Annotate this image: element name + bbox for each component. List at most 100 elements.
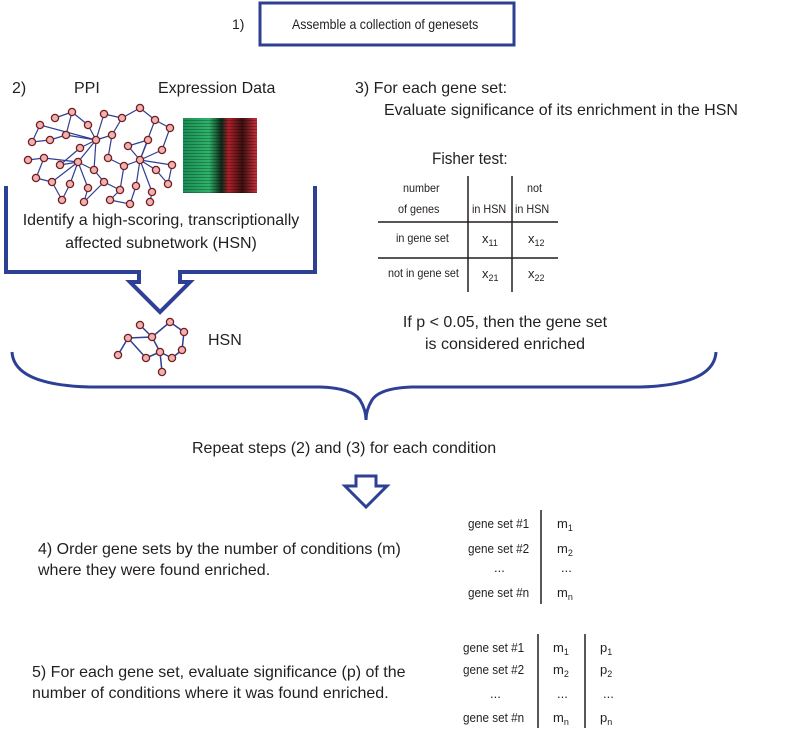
ppi-node [163, 179, 173, 189]
ppi-node [167, 160, 177, 170]
cell-x11: x11 [482, 231, 498, 248]
ppi-edge [59, 147, 81, 166]
step4-line1: 4) Order gene sets by the number of cond… [38, 541, 401, 558]
ppi-edge [83, 181, 105, 203]
step5-row3-p: ... [603, 686, 614, 701]
step4-row1-m: m1 [557, 516, 573, 533]
ppi-label: PPI [74, 80, 100, 97]
ppi-node [115, 185, 125, 195]
step4-row2-name: gene set #2 [468, 541, 530, 556]
ppi-node [39, 153, 49, 163]
ppi-node [79, 197, 89, 207]
ppi-edge [139, 159, 153, 193]
step5-line2: number of conditions where it was found … [32, 685, 389, 702]
ppi-network [23, 103, 177, 209]
ppi-node [75, 143, 85, 153]
cell-x22: x22 [528, 266, 545, 283]
step1-box [258, 1, 516, 47]
hsn-node [167, 353, 177, 363]
ppi-node [45, 135, 55, 145]
identify-line1: Identify a high-scoring, transcriptional… [22, 212, 300, 229]
cell-x21: x21 [482, 266, 499, 283]
ppi-edge [93, 139, 97, 171]
table-header-col1: in HSN [472, 202, 507, 216]
step4-row1-name: gene set #1 [468, 516, 530, 531]
table-row1-label: in gene set [396, 231, 449, 245]
ppi-node [165, 123, 175, 133]
hsn-node [165, 317, 175, 327]
table-header-col0-line1: number [403, 181, 440, 195]
ppi-node [150, 115, 160, 125]
ppi-edge [51, 161, 79, 183]
ppi-node [67, 107, 77, 117]
ppi-node [147, 187, 157, 197]
if-line2: is considered enriched [424, 336, 586, 353]
ppi-node [31, 173, 41, 183]
step5-row1-p: p1 [600, 640, 613, 657]
step5-row2-p: p2 [600, 662, 613, 679]
ppi-node [135, 155, 145, 165]
ppi-node [50, 113, 60, 123]
hsn-node [141, 353, 151, 363]
ppi-node [145, 197, 155, 207]
down-arrow [341, 474, 391, 510]
hsn-node [177, 345, 187, 355]
ppi-edge [139, 159, 173, 166]
step4-row3-m: ... [561, 560, 572, 575]
ppi-node [131, 181, 141, 191]
fisher-title: Fisher test: [432, 149, 508, 168]
ppi-edge [43, 157, 79, 163]
ppi-node [83, 120, 93, 130]
ppi-node [151, 165, 161, 175]
ppi-node [89, 165, 99, 175]
step5-row4-m: mn [553, 710, 569, 727]
fisher-table-lines [378, 176, 558, 292]
step5-row2-name: gene set #2 [463, 662, 525, 677]
ppi-edge [95, 113, 105, 141]
step5-row3-name: ... [490, 686, 501, 701]
ppi-node [99, 177, 109, 187]
ppi-node [47, 177, 57, 187]
hsn-node [135, 320, 145, 330]
ppi-node [55, 160, 65, 170]
repeat-text: Repeat steps (2) and (3) for each condit… [192, 440, 497, 457]
step2-funnel [4, 186, 317, 315]
ppi-node [135, 103, 145, 113]
step5-row3-m: ... [557, 686, 568, 701]
step1-number: 1) [232, 16, 245, 32]
identify-line2: affected subnetwork (HSN) [65, 235, 257, 252]
hsn-node [179, 327, 189, 337]
step5-row1-m: m1 [553, 640, 569, 657]
step5-row4-name: gene set #n [463, 710, 525, 725]
table-row2-label: not in gene set [388, 266, 459, 280]
step1-label: Assemble a collection of genesets [292, 16, 479, 32]
ppi-node [23, 155, 33, 165]
step5-row4-p: pn [600, 710, 613, 727]
ppi-node [73, 157, 83, 167]
hsn-label: HSN [208, 332, 242, 349]
ppi-node [125, 199, 135, 209]
expression-heatmap [183, 118, 257, 193]
ppi-node [27, 137, 37, 147]
ppi-node [119, 161, 129, 171]
ppi-node [103, 153, 113, 163]
curly-brace [10, 351, 718, 421]
ppi-node [61, 130, 71, 140]
hsn-node [123, 333, 133, 343]
ppi-edge [77, 161, 89, 189]
ppi-node [123, 141, 133, 151]
hsn-network [113, 317, 189, 377]
ppi-node [99, 109, 109, 119]
step5-row1-name: gene set #1 [463, 640, 525, 655]
step4-line2: where they were found enriched. [38, 562, 271, 579]
table-header-col2-line1: not [527, 181, 543, 195]
hsn-node [155, 347, 165, 357]
table-header-col2-line2: in HSN [515, 202, 550, 216]
ppi-edge [65, 134, 97, 141]
ppi-node [107, 130, 117, 140]
step4-row4-name: gene set #n [468, 585, 530, 600]
ppi-node [105, 195, 115, 205]
ppi-edge [135, 159, 141, 187]
